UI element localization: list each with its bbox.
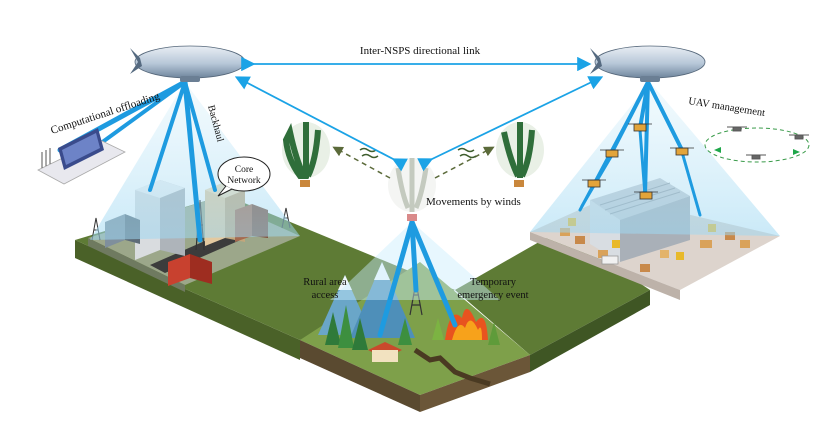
building-red	[168, 254, 212, 286]
managed-drone	[727, 126, 747, 132]
uav-swarm	[582, 123, 694, 200]
label-core-network-2: Network	[227, 176, 260, 186]
beams-rural-balloon	[377, 219, 458, 338]
airship-left	[130, 45, 246, 82]
label-rural-2: access	[312, 290, 339, 301]
balloon-right	[496, 122, 544, 187]
label-core-network-1: Core	[235, 165, 253, 175]
managed-drone	[746, 154, 766, 160]
label-movements-by-winds: Movements by winds	[426, 196, 521, 208]
uav-drone	[634, 191, 658, 200]
label-inter-nsps-link: Inter-NSPS directional link	[360, 45, 481, 57]
laptop-device	[37, 128, 126, 185]
label-emergency-2: emergency event	[457, 290, 528, 301]
inter-nsps-links	[234, 56, 604, 172]
balloon-left	[282, 122, 330, 187]
label-uav-management: UAV management	[688, 96, 766, 119]
airship-right	[590, 45, 706, 82]
rural-area	[318, 262, 500, 362]
uav-management-ring	[704, 126, 810, 163]
uav-drone	[628, 123, 652, 132]
core-network-bubble	[217, 156, 271, 197]
label-emergency-1: Temporary	[470, 277, 517, 288]
delivery-van	[601, 255, 619, 265]
uav-drone	[582, 179, 606, 188]
house	[368, 342, 402, 362]
label-rural-1: Rural area	[303, 277, 347, 288]
wind-icon	[457, 147, 477, 159]
pine-trees	[325, 305, 500, 350]
beams-right-airship	[578, 80, 702, 217]
uav-drone	[600, 149, 624, 158]
uav-drone	[670, 147, 694, 156]
managed-drone	[789, 134, 809, 140]
balloon-center	[388, 158, 436, 221]
fire	[445, 308, 488, 340]
